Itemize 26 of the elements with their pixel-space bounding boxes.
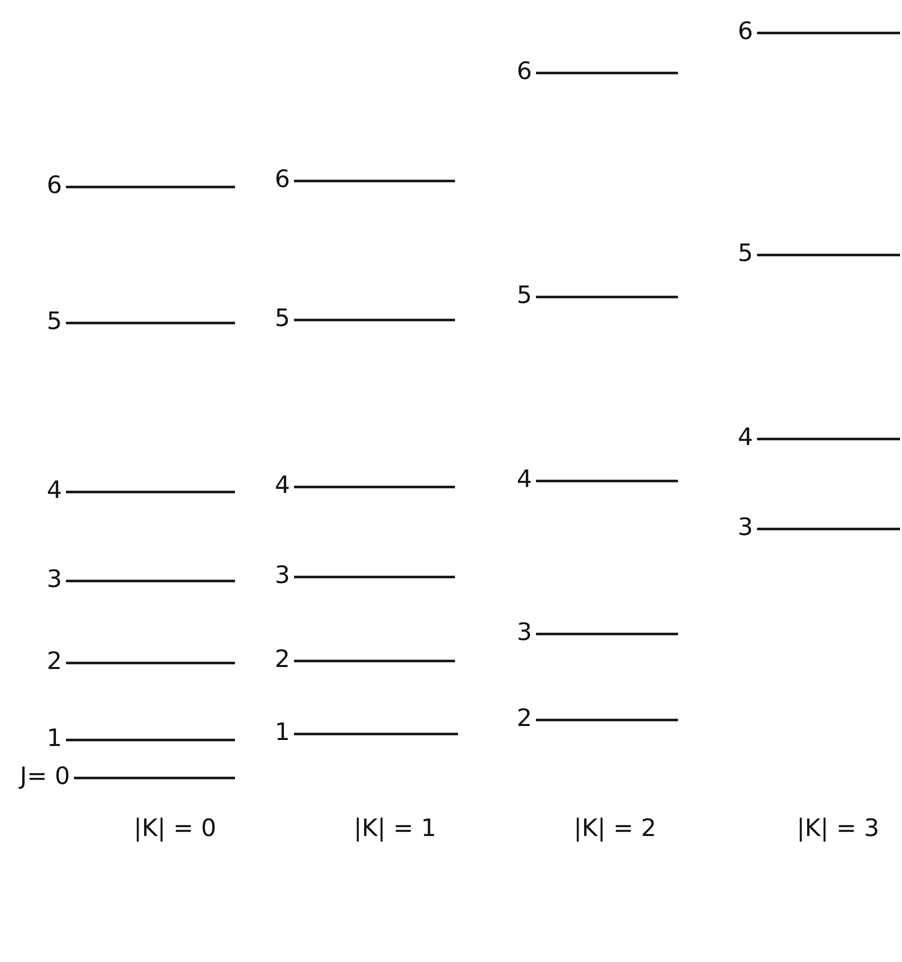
level-label: 6 — [46, 173, 62, 197]
level-label: 6 — [738, 19, 753, 43]
level-label: 6 — [516, 59, 532, 83]
level-label: 1 — [46, 726, 62, 750]
level-label: 3 — [274, 563, 290, 587]
level-label: 5 — [738, 241, 753, 265]
level-label: 5 — [516, 283, 532, 307]
level-label: 4 — [274, 473, 290, 497]
level-label: J= 0 — [20, 764, 70, 788]
level-label: 5 — [46, 309, 62, 333]
level-label: 4 — [516, 467, 532, 491]
level-label: 1 — [274, 720, 290, 744]
level-label: 3 — [738, 515, 753, 539]
column-label: |K| = 1 — [354, 816, 436, 840]
level-label: 3 — [516, 620, 532, 644]
level-label: 5 — [274, 306, 290, 330]
level-label: 2 — [46, 649, 62, 673]
level-label: 6 — [274, 167, 290, 191]
column-label: |K| = 0 — [134, 816, 216, 840]
level-label: 2 — [516, 706, 532, 730]
column-label: |K| = 3 — [796, 816, 880, 840]
level-label: 4 — [738, 425, 753, 449]
column-label: |K| = 2 — [574, 816, 656, 840]
level-label: 4 — [46, 478, 62, 502]
level-label: 2 — [274, 647, 290, 671]
level-label: 3 — [46, 567, 62, 591]
